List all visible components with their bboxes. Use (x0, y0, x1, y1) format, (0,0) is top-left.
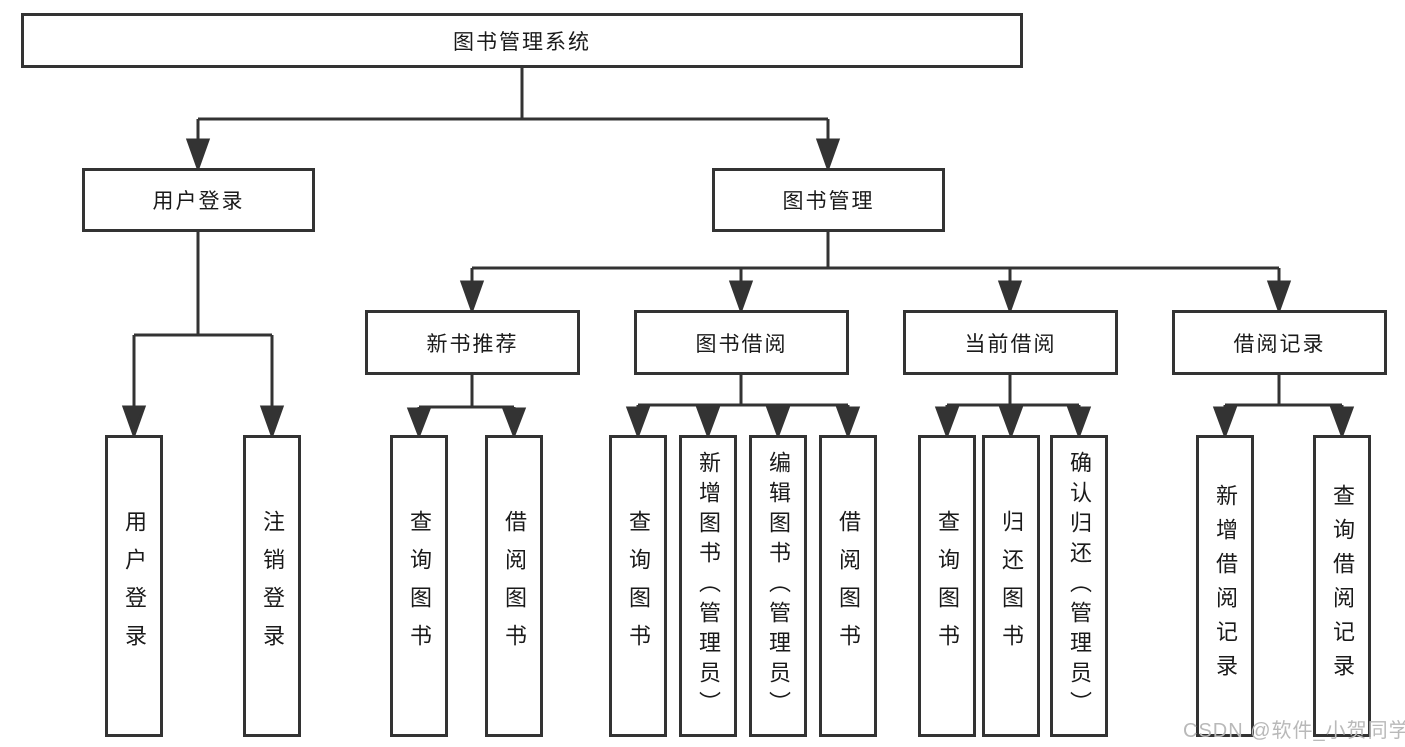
leaf-query-books-3: 查询图书 (918, 435, 976, 737)
node-current-borrow: 当前借阅 (903, 310, 1118, 375)
connector-records-to-leaves (1212, 373, 1355, 440)
node-book-management: 图书管理 (712, 168, 945, 232)
leaf-borrow-books-1: 借阅图书 (485, 435, 543, 737)
connector-current-to-leaves (934, 373, 1092, 440)
connector-userlogin-to-leaves (121, 230, 285, 440)
leaf-user-login: 用户登录 (105, 435, 163, 737)
node-new-book-recommend: 新书推荐 (365, 310, 580, 375)
leaf-query-books-1: 查询图书 (390, 435, 448, 737)
leaf-query-borrow-record: 查询借阅记录 (1313, 435, 1371, 737)
connector-bookmgmt-to-level3 (459, 230, 1292, 315)
leaf-query-books-2: 查询图书 (609, 435, 667, 737)
leaf-confirm-return-admin: 确认归还（管理员） (1050, 435, 1108, 737)
node-root: 图书管理系统 (21, 13, 1023, 68)
connector-newbook-to-leaves (406, 373, 527, 440)
leaf-logout: 注销登录 (243, 435, 301, 737)
node-user-login: 用户登录 (82, 168, 315, 232)
node-book-borrow: 图书借阅 (634, 310, 849, 375)
node-borrow-records: 借阅记录 (1172, 310, 1387, 375)
watermark-text: CSDN @软件_小贺同学 (1183, 720, 1405, 742)
connector-borrow-to-leaves (625, 373, 861, 440)
leaf-edit-books-admin: 编辑图书（管理员） (749, 435, 807, 737)
leaf-add-borrow-record: 新增借阅记录 (1196, 435, 1254, 737)
connector-root-to-level2 (185, 66, 841, 173)
leaf-borrow-books-2: 借阅图书 (819, 435, 877, 737)
leaf-add-books-admin: 新增图书（管理员） (679, 435, 737, 737)
leaf-return-books: 归还图书 (982, 435, 1040, 737)
